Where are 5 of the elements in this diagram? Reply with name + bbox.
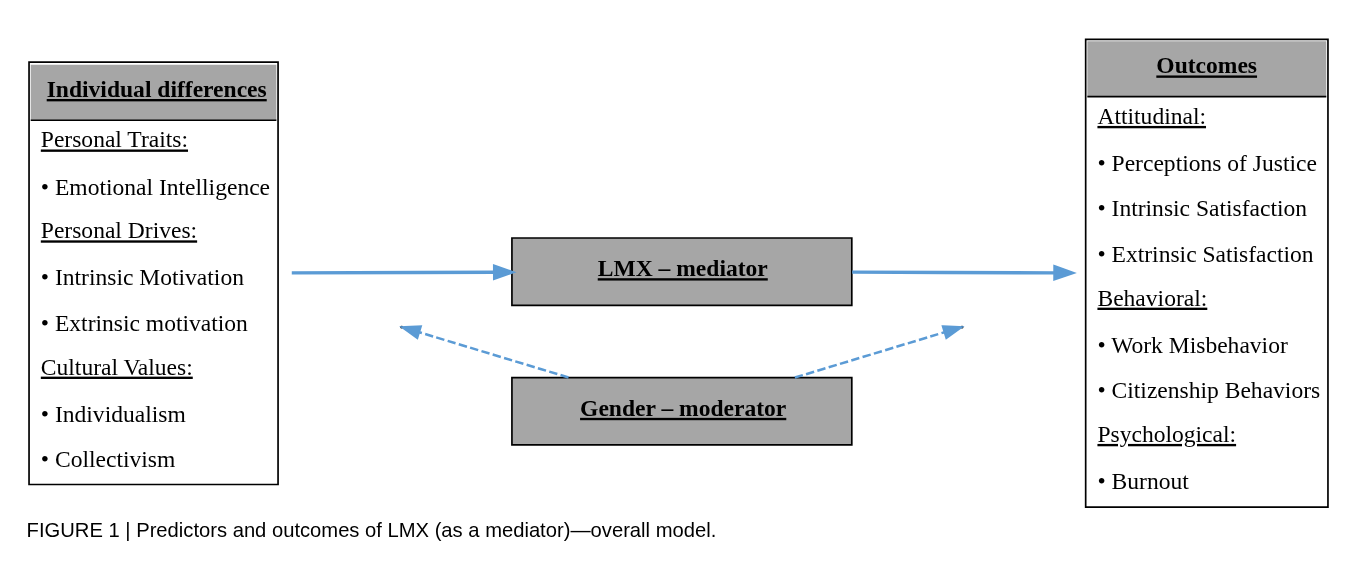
node-box: LMX – mediator — [511, 236, 853, 306]
arrow — [291, 263, 517, 280]
node-box: Gender – moderator — [511, 376, 853, 446]
caption: FIGURE 1 | Predictors and outcomes of LMX (as a mediator)—overall model. — [26, 518, 717, 541]
arrow — [852, 264, 1077, 281]
